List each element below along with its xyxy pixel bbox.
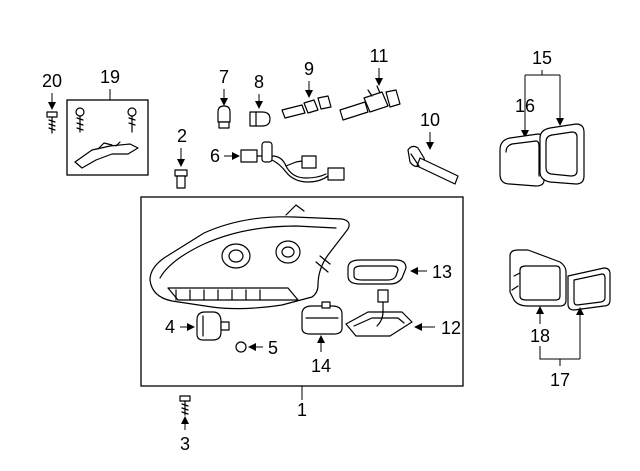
side-covers-17-18: 18 17: [509, 249, 611, 390]
callout-16: 16: [515, 96, 535, 116]
callout-10: 10: [420, 110, 440, 130]
bulb-10: 10: [407, 110, 459, 185]
bulb-9: 9: [281, 59, 332, 119]
headlamp-assembly-1: 1: [140, 196, 464, 420]
ballast-14: 14: [301, 301, 343, 376]
covers-15-16: 15 16: [499, 48, 585, 187]
bulb-11: 11: [339, 46, 401, 121]
callout-11: 11: [370, 46, 389, 66]
callout-4: 4: [165, 317, 175, 337]
gasket-13: 13: [347, 259, 452, 285]
callout-15: 15: [532, 48, 552, 68]
screw-20: 20: [42, 71, 62, 134]
callout-13: 13: [432, 262, 452, 282]
callout-18: 18: [530, 326, 550, 346]
bulb-7: 7: [217, 67, 231, 129]
callout-1: 1: [297, 400, 307, 420]
bolt-2: 2: [174, 126, 188, 189]
callout-5: 5: [268, 338, 278, 358]
callout-6: 6: [210, 146, 220, 166]
callout-14: 14: [311, 356, 331, 376]
socket-wire-6: 6: [210, 141, 345, 183]
screw-3: 3: [179, 395, 191, 454]
callout-19: 19: [100, 67, 120, 87]
cover-12: 12: [345, 289, 461, 338]
callout-20: 20: [42, 71, 62, 91]
bulb-8: 8: [249, 72, 271, 127]
callout-7: 7: [219, 67, 229, 87]
bracket-kit-19: 19: [66, 67, 149, 176]
callout-12: 12: [441, 318, 461, 338]
callout-2: 2: [177, 126, 187, 146]
o-ring-5: 5: [235, 338, 278, 358]
callout-3: 3: [180, 434, 190, 454]
leveler-4: 4: [165, 311, 230, 341]
callout-9: 9: [304, 59, 314, 79]
callout-17: 17: [550, 370, 570, 390]
callout-8: 8: [254, 72, 264, 92]
